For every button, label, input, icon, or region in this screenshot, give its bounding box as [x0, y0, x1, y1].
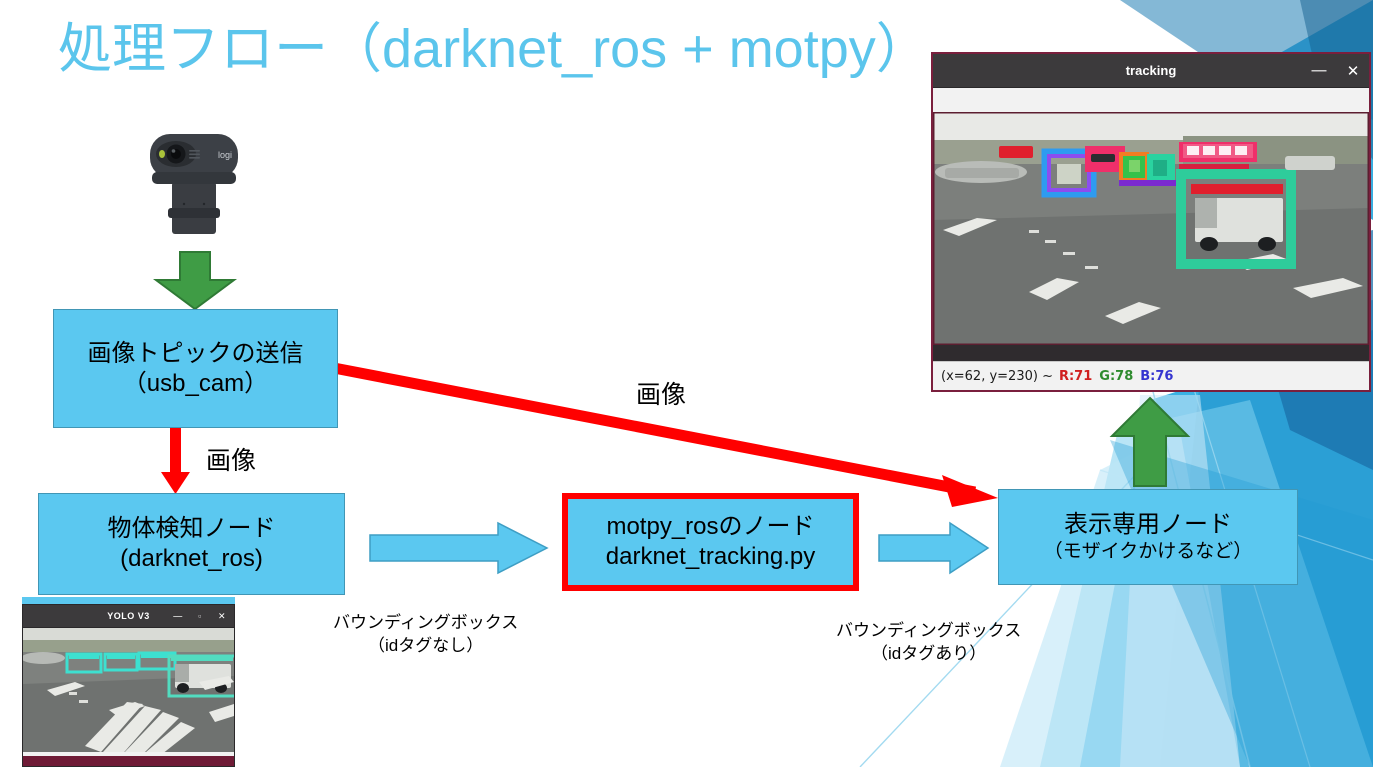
webcam-brand-label: logi: [218, 150, 232, 160]
yolo-window-titlebar[interactable]: YOLO V3 — ▫ ✕: [23, 605, 234, 628]
node-darknet-ros-line1: 物体検知ノード: [107, 515, 276, 542]
tracking-window-toolbar-strip: [933, 88, 1369, 112]
node-darknet-ros-line2: (darknet_ros): [120, 545, 263, 572]
label-image-diagonal: 画像: [636, 381, 687, 409]
status-blue-value: B:76: [1140, 368, 1174, 384]
maximize-icon[interactable]: ▫: [198, 611, 202, 621]
caption-bbox-with-id: バウンディングボックス （idタグあり）: [836, 620, 1021, 666]
minimize-icon[interactable]: —: [173, 611, 183, 621]
yolo-window-controls: — ▫ ✕: [173, 610, 227, 622]
tracking-window-titlebar[interactable]: tracking — ✕: [933, 54, 1369, 88]
minimize-icon[interactable]: —: [1311, 62, 1327, 79]
node-darknet-ros[interactable]: 物体検知ノード (darknet_ros): [38, 493, 345, 595]
caption-bbox-with-id-line1: バウンディングボックス: [836, 621, 1022, 640]
status-green-value: G:78: [1099, 368, 1134, 384]
arrow-webcam-to-usbcam: [152, 251, 238, 311]
tracking-status-bar: (x=62, y=230) ~ R:71 G:78 B:76: [933, 361, 1369, 390]
page-title: 処理フロー（darknet_ros + motpy）: [58, 19, 930, 79]
node-display[interactable]: 表示専用ノード （モザイクかけるなど）: [998, 489, 1298, 585]
caption-bbox-no-id-line2: （idタグなし）: [368, 635, 484, 655]
tracking-window-controls: — ✕: [1311, 62, 1361, 80]
status-coords: (x=62, y=230) ~: [941, 368, 1053, 384]
yolo-window-top-accent: [22, 597, 235, 605]
node-usb-cam-line1: 画像トピックの送信: [87, 339, 304, 367]
node-motpy-ros-line1: motpy_rosのノード: [606, 513, 815, 540]
tracking-window-title: tracking: [1125, 63, 1177, 78]
caption-bbox-no-id-line1: バウンディングボックス: [333, 613, 519, 632]
arrow-display-to-tracking: [1109, 396, 1191, 487]
close-icon[interactable]: ✕: [217, 610, 227, 621]
yolo-window-title: YOLO V3: [107, 611, 150, 621]
arrow-usbcam-to-darknet: [161, 426, 190, 494]
node-motpy-ros[interactable]: motpy_rosのノード darknet_tracking.py: [562, 493, 859, 591]
yolo-window-taskbar-strip: [23, 756, 234, 766]
webcam-image: logi: [150, 134, 238, 234]
caption-bbox-no-id: バウンディングボックス （idタグなし）: [333, 612, 518, 658]
status-red-value: R:71: [1058, 368, 1093, 384]
caption-bbox-with-id-line2: （idタグあり）: [871, 643, 987, 663]
label-image-vertical: 画像: [206, 447, 257, 475]
arrow-darknet-to-motpy: [369, 521, 549, 575]
node-usb-cam[interactable]: 画像トピックの送信 （usb_cam）: [53, 309, 338, 428]
node-display-line1: 表示専用ノード: [1064, 511, 1232, 539]
yolo-window[interactable]: YOLO V3 — ▫ ✕: [22, 604, 235, 767]
node-display-line2: （モザイクかけるなど）: [1043, 541, 1253, 563]
tracking-video-frame: [933, 112, 1369, 345]
yolo-video-frame: [23, 628, 234, 758]
node-motpy-ros-line2: darknet_tracking.py: [605, 543, 816, 570]
arrow-motpy-to-display: [878, 521, 990, 575]
node-usb-cam-line2: （usb_cam）: [122, 369, 269, 397]
tracking-window[interactable]: tracking — ✕: [931, 52, 1371, 392]
yolo-window-bottom-strip: [23, 752, 234, 756]
close-icon[interactable]: ✕: [1346, 62, 1360, 80]
